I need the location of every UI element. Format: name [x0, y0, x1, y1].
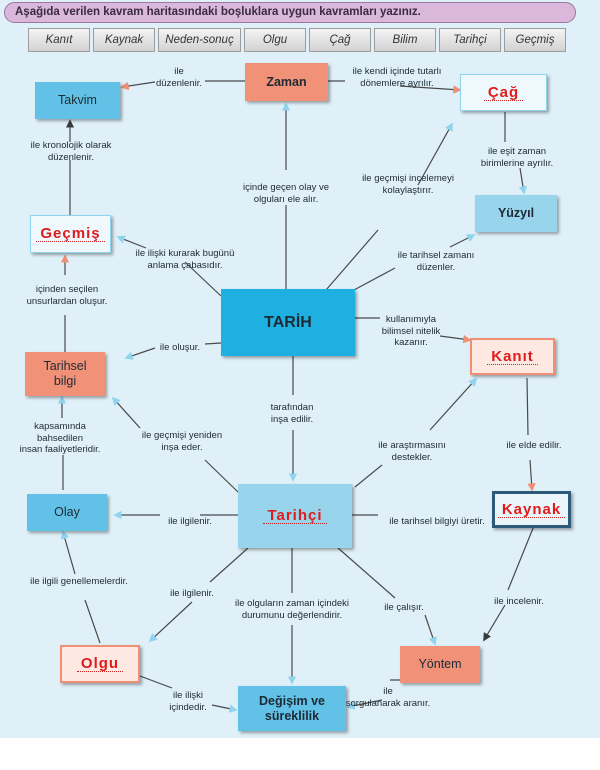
edge-label-tarih-yuzyil: ile tarihsel zamanı düzenler.	[397, 250, 475, 273]
link-cag-yuzyil	[504, 112, 524, 193]
node-yontem: Yöntem	[400, 646, 480, 683]
instruction-text: Aşağıda verilen kavram haritasındaki boş…	[15, 6, 421, 18]
edge-label-kanit-kaynak: ile elde edilir.	[506, 440, 562, 451]
word-bank-item[interactable]: Olgu	[244, 28, 306, 52]
node-degisim-sureklilik: Değişim ve süreklilik	[238, 686, 346, 731]
edge-label-tarihci-olgu: ile ilgilenir.	[170, 588, 214, 599]
answer-cag: Çağ	[483, 85, 524, 101]
node-gecmis-answer[interactable]: Geçmiş	[30, 215, 111, 253]
edge-label-takvim-gecmis: ile kronolojik olarak düzenlenir.	[30, 140, 112, 163]
edge-label-zaman-cag: ile kendi içinde tutarlı dönemlere ayrıl…	[352, 66, 442, 89]
edge-label-tarih-gecmis: ile ilişki kurarak bugünü anlama çabasıd…	[135, 248, 235, 271]
edge-label-tarihci-olay: ile ilgilenir.	[168, 516, 212, 527]
edge-label-kaynak-yontem: ile incelenir.	[494, 596, 544, 607]
node-yuzyil: Yüzyıl	[475, 195, 557, 232]
node-takvim: Takvim	[35, 82, 120, 119]
edge-label-bilgi-gecmis: içinden seçilen unsurlardan oluşur.	[26, 284, 108, 307]
link-olgu-degisim	[139, 675, 236, 710]
node-zaman: Zaman	[245, 63, 328, 101]
link-tarihci-yontem	[337, 547, 435, 644]
edge-label-tarih-kanit: kullanımıyla bilimsel nitelik kazanır.	[381, 314, 441, 348]
edge-label-zaman-takvim: ile düzenlenir.	[156, 66, 202, 89]
edge-label-tarihci-kaynak: ile tarihsel bilgiyi üretir.	[389, 516, 485, 527]
link-yontem-degisim	[348, 679, 400, 707]
link-kanit-kaynak	[527, 377, 532, 490]
link-kaynak-yontem	[484, 510, 541, 640]
node-tarih: TARİH	[221, 289, 355, 356]
answer-tarihci: Tarihçi	[263, 508, 327, 524]
link-tarih-cag	[325, 124, 452, 291]
concept-links	[0, 0, 541, 738]
link-tarih-yuzyil	[353, 235, 474, 291]
word-bank-item[interactable]: Neden-sonuç	[158, 28, 241, 52]
link-zaman-takvim	[122, 81, 245, 87]
link-kanit-tarihci	[354, 379, 476, 488]
answer-gecmis: Geçmiş	[36, 226, 105, 242]
link-zaman-cag	[328, 80, 460, 90]
link-olay-bilgi	[62, 397, 63, 490]
edge-label-olgu-olay: ile ilgili genellemelerdir.	[30, 576, 128, 587]
word-bank-item[interactable]: Geçmiş	[504, 28, 566, 52]
link-tarih-gecmis	[118, 237, 222, 297]
edge-label-tarih-zaman: içinde geçen olay ve olguları ele alır.	[242, 182, 330, 205]
instruction-banner: Aşağıda verilen kavram haritasındaki boş…	[4, 2, 576, 23]
link-tarih-kanit	[355, 317, 470, 340]
edge-label-olgu-degisim: ile ilişki içindedir.	[169, 690, 207, 713]
edge-label-tarih-tarihci: tarafından inşa edilir.	[270, 402, 314, 425]
answer-kaynak: Kaynak	[497, 502, 566, 518]
node-cag-answer[interactable]: Çağ	[460, 74, 547, 111]
node-kaynak-answer[interactable]: Kaynak	[492, 491, 571, 528]
node-olay: Olay	[27, 494, 107, 531]
word-bank-item[interactable]: Kanıt	[28, 28, 90, 52]
edge-label-tarihci-yontem: ile çalışır.	[384, 602, 424, 613]
link-tarihci-olgu	[150, 547, 249, 641]
edge-label-cag-yuzyil: ile eşit zaman birimlerine ayrılır.	[480, 146, 554, 169]
edge-label-yontem-degisim: ile sorgulanarak aranır.	[345, 686, 431, 709]
answer-olgu: Olgu	[76, 656, 124, 672]
edge-label-tarihci-bilgi: ile geçmişi yeniden inşa eder.	[141, 430, 223, 453]
answer-kanit: Kanıt	[487, 349, 538, 365]
link-tarihci-bilgi	[113, 398, 239, 493]
edge-label-tarih-cag: ile geçmişi incelemeyi kolaylaştırır.	[362, 173, 454, 196]
edge-label-tarihci-degisim: ile olguların zaman içindeki durumunu de…	[234, 598, 350, 621]
node-tarihsel-bilgi: Tarihsel bilgi	[25, 352, 105, 396]
node-olgu-answer[interactable]: Olgu	[60, 645, 140, 683]
word-bank-item[interactable]: Tarihçi	[439, 28, 501, 52]
node-tarihci-answer[interactable]: Tarihçi	[238, 484, 352, 548]
word-bank-item[interactable]: Kaynak	[93, 28, 155, 52]
word-bank-item[interactable]: Bilim	[374, 28, 436, 52]
word-bank-item[interactable]: Çağ	[309, 28, 371, 52]
link-olgu-olay	[63, 532, 101, 644]
link-tarih-bilgi	[126, 342, 222, 358]
node-kanit-answer[interactable]: Kanıt	[470, 338, 555, 375]
edge-label-tarih-bilgi: ile oluşur.	[159, 342, 201, 353]
edge-label-olay-bilgi: kapsamında bahsedilen insan faaliyetleri…	[19, 421, 101, 455]
edge-label-kanit-tarihci: ile araştırmasını destekler.	[378, 440, 446, 463]
